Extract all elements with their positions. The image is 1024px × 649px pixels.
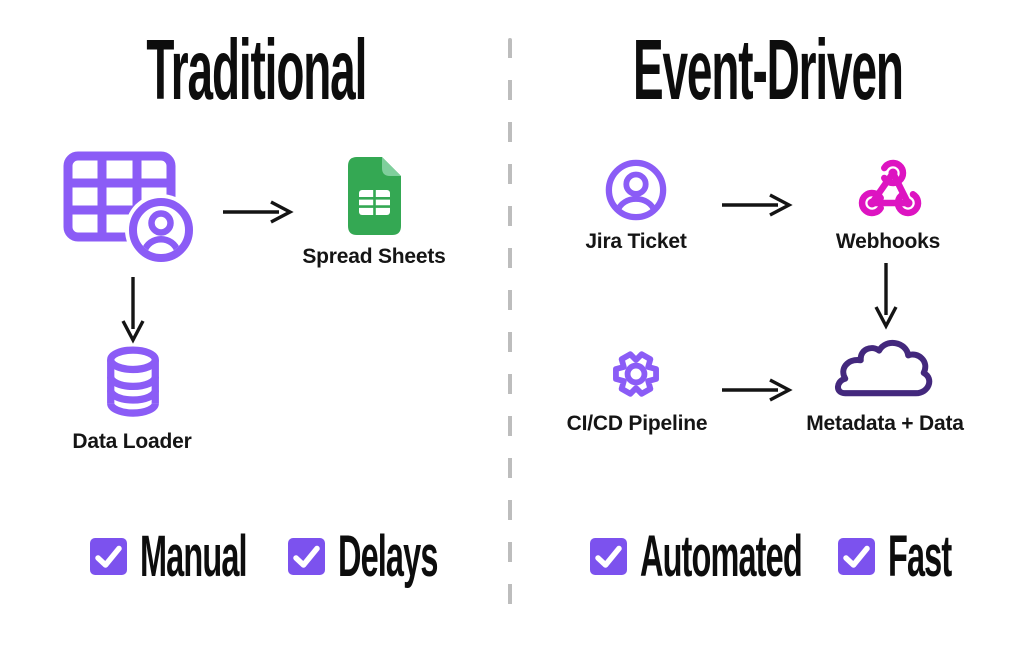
checkbox-checked-icon xyxy=(288,537,325,575)
database-icon xyxy=(102,346,164,422)
gear-icon xyxy=(606,344,666,404)
event-driven-title: Event-Driven xyxy=(512,25,1024,115)
check-item-automated: Automated xyxy=(590,526,919,585)
arrow-right-icon xyxy=(721,192,795,218)
arrow-right-icon xyxy=(721,377,795,403)
jira-ticket-label: Jira Ticket xyxy=(585,230,687,253)
checkbox-checked-icon xyxy=(590,537,627,575)
webhooks-label: Webhooks xyxy=(835,230,941,253)
arrow-down-icon xyxy=(120,276,146,346)
arrow-right-icon xyxy=(222,199,296,225)
divider-dashed-line xyxy=(508,38,512,612)
check-item-delays: Delays xyxy=(288,526,510,585)
check-item-manual: Manual xyxy=(90,526,324,585)
automated-label: Automated xyxy=(640,522,803,589)
event-driven-title-text: Event-Driven xyxy=(633,22,904,118)
metadata-data-label: Metadata + Data xyxy=(806,412,964,435)
cloud-icon xyxy=(822,336,946,400)
table-user-icon xyxy=(62,150,197,270)
cicd-pipeline-label: CI/CD Pipeline xyxy=(566,412,708,435)
spreadsheet-icon xyxy=(346,156,402,236)
delays-label: Delays xyxy=(338,522,438,589)
fast-label: Fast xyxy=(888,522,952,589)
traditional-title-text: Traditional xyxy=(146,22,367,118)
check-item-fast: Fast xyxy=(838,526,997,585)
traditional-title: Traditional xyxy=(0,25,512,115)
checkbox-checked-icon xyxy=(838,537,875,575)
spreadsheets-label: Spread Sheets xyxy=(302,245,446,268)
data-loader-label: Data Loader xyxy=(72,430,192,453)
user-avatar-icon xyxy=(605,159,667,221)
checkbox-checked-icon xyxy=(90,537,127,575)
webhook-icon xyxy=(855,158,925,220)
manual-label: Manual xyxy=(140,522,248,589)
arrow-down-icon xyxy=(873,262,899,332)
